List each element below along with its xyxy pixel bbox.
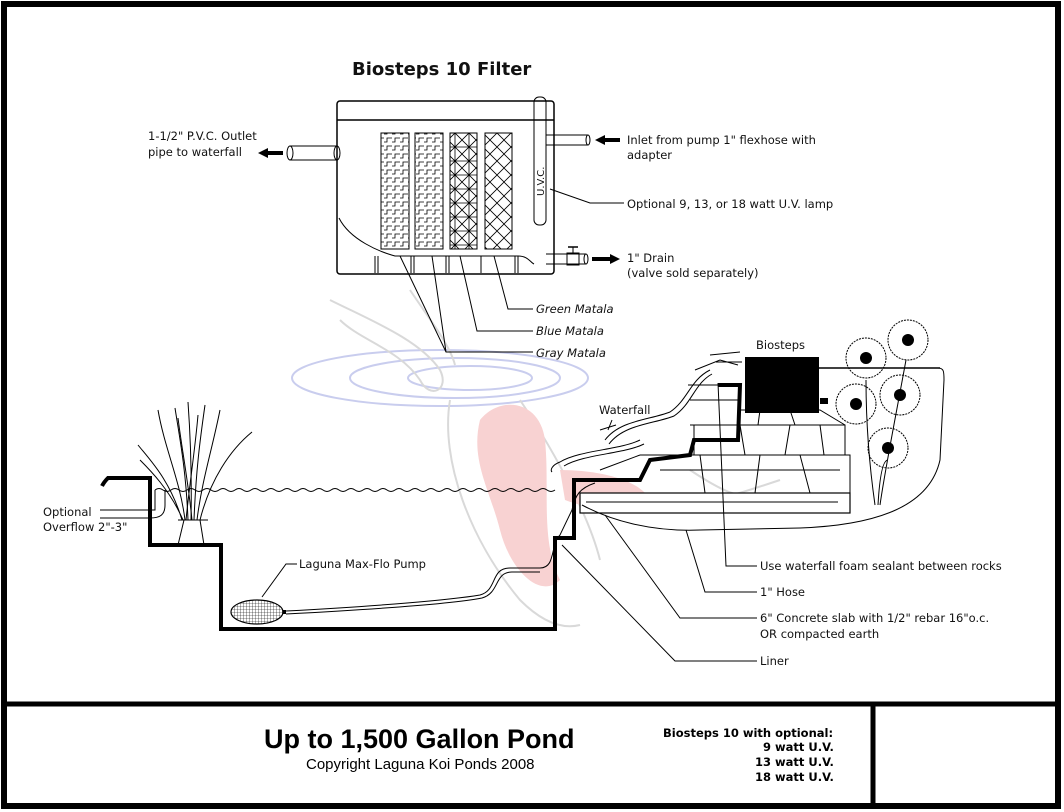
pump-leader [261,563,297,598]
drain-label-line2: (valve sold separately) [627,266,759,280]
inlet-label-line2: adapter [627,148,672,162]
outlet-arrow [258,148,283,158]
slab-label-line2: OR compacted earth [760,627,879,641]
uv-lamp-label: Optional 9, 13, or 18 watt U.V. lamp [627,197,833,211]
inlet-pipe [546,134,591,146]
reed-plant [137,401,253,546]
option-item: 18 watt U.V. [755,770,834,784]
drain-pipe-valve [546,246,589,266]
slab-label-line1: 6" Concrete slab with 1/2" rebar 16"o.c. [760,611,989,625]
overflow-pipe [100,490,166,519]
drain-label-line1: 1" Drain [627,251,674,265]
biosteps-label: Biosteps [756,338,805,352]
option-item: 13 watt U.V. [755,755,834,769]
blue-matala-panel [449,132,478,250]
waterfall-label: Waterfall [599,403,650,417]
slab-leader [604,514,757,619]
blue-matala-leader [459,255,533,332]
pond-liner [100,383,743,631]
gray-matala-panel-2 [414,132,444,250]
drain-arrow [592,254,620,264]
concrete-slab [579,492,851,514]
outlet-pipe [286,145,341,161]
foam-sealant-leader [717,382,757,567]
copyright-text: Copyright Laguna Koi Ponds 2008 [306,756,535,773]
rock-wall [599,351,851,494]
liner-leader [561,544,757,662]
hose-leader [685,529,757,593]
option-item: 9 watt U.V. [763,740,834,754]
uv-lamp-leader [549,188,624,204]
return-hose [581,367,945,531]
options-header: Biosteps 10 with optional: [663,726,833,740]
liner-label: Liner [760,654,789,668]
filter-housing [336,100,555,275]
hose-label: 1" Hose [760,585,805,599]
waterfall-flow [550,369,713,473]
foam-sealant-label: Use waterfall foam sealant between rocks [760,559,1002,573]
uv-clarifier: U.V.C. [533,96,547,226]
gray-matala-panel-1 [380,132,410,250]
drawing-title: Up to 1,500 Gallon Pond [264,724,575,754]
blue-matala-label: Blue Matala [536,324,604,338]
biosteps-unit [745,357,819,413]
pump-label: Laguna Max-Flo Pump [299,557,426,571]
green-matala-label: Green Matala [536,302,614,316]
uvc-tag: U.V.C. [536,167,547,196]
overflow-label-line2: Overflow 2"-3" [43,520,127,534]
water-surface [154,488,556,492]
pump [230,599,286,625]
outlet-label-line2: pipe to waterfall [148,145,242,159]
outlet-label-line1: 1-1/2" P.V.C. Outlet [148,129,257,143]
filter-title: Biosteps 10 Filter [352,59,531,80]
landscape-shrubs [835,319,929,506]
gray-matala-leader [399,255,533,353]
pump-hose [285,482,596,615]
overflow-label-line1: Optional [43,505,92,519]
green-matala-leader [493,255,533,310]
inlet-arrow [595,135,620,145]
inlet-label-line1: Inlet from pump 1" flexhose with [627,133,816,147]
koi-watermark [291,289,781,628]
gray-matala-label: Gray Matala [536,346,606,360]
green-matala-panel [484,132,513,250]
